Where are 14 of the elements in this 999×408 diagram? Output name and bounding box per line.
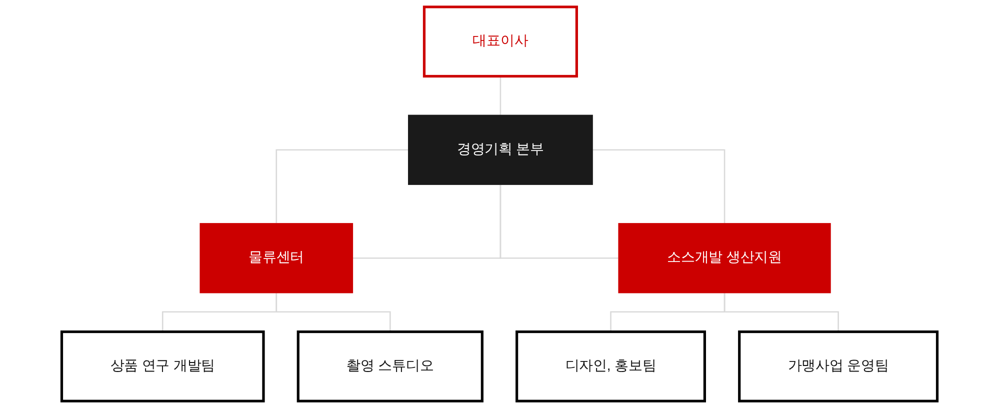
org-box: 디자인, 홍보팀	[516, 330, 706, 402]
org-box: 가맹사업 운영팀	[738, 330, 939, 402]
connector-line	[276, 293, 391, 330]
connector-line	[500, 78, 502, 115]
org-box: 물류센터	[200, 223, 354, 294]
org-box: 대표이사	[422, 6, 578, 78]
connector-line	[724, 293, 839, 330]
org-box: 소스개발 생산지원	[618, 223, 831, 294]
org-box: 경영기획 본부	[408, 114, 593, 185]
connector-line	[592, 149, 726, 224]
org-box: 상품 연구 개발팀	[60, 330, 265, 402]
connector-line	[276, 149, 408, 224]
connector-line	[500, 184, 618, 259]
org-box: 촬영 스튜디오	[296, 330, 484, 402]
